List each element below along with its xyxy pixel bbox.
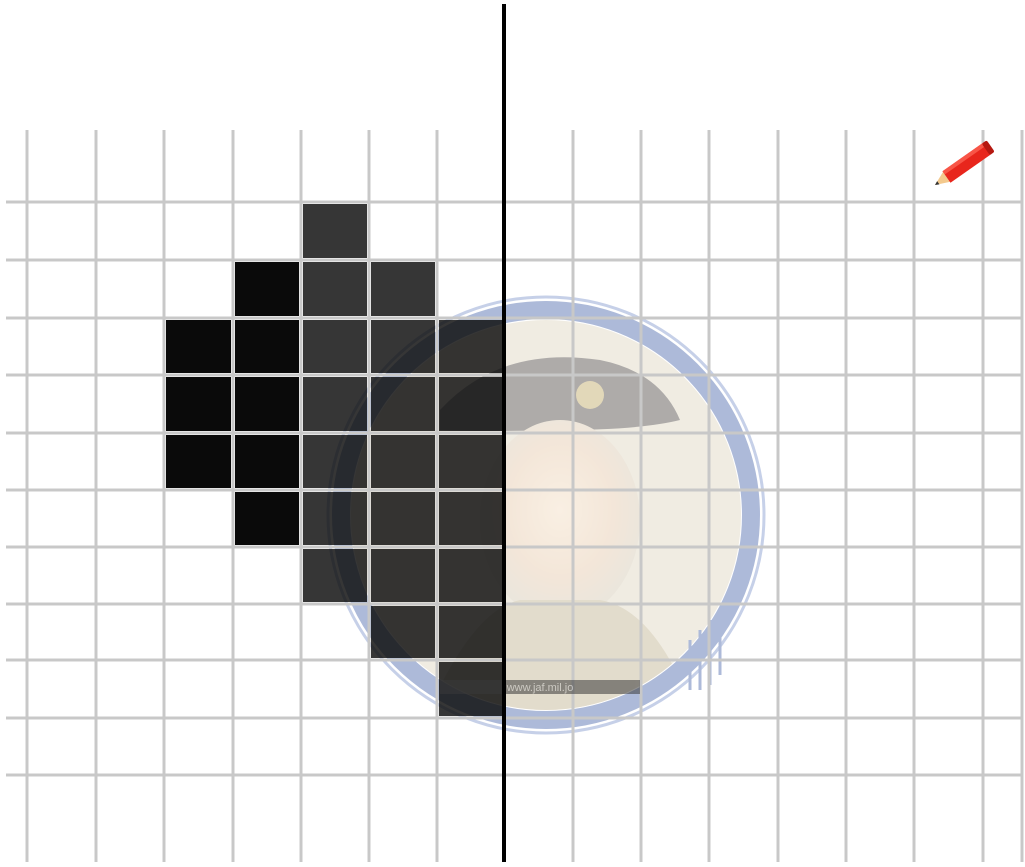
shaded-cell: [439, 492, 502, 545]
shaded-cell: [371, 435, 435, 488]
shaded-cell: [371, 606, 435, 658]
shaded-cells: [166, 204, 502, 716]
shaded-cell: [439, 320, 502, 373]
shaded-cell: [439, 549, 502, 602]
shaded-cell: [371, 492, 435, 545]
shaded-cell: [235, 377, 299, 431]
shaded-cell: [371, 320, 435, 373]
shaded-cell: [439, 435, 502, 488]
shaded-cell: [303, 204, 367, 258]
pencil-icon[interactable]: [931, 140, 995, 190]
shaded-cell: [439, 606, 502, 658]
shaded-cell: [166, 435, 231, 488]
shaded-cell: [235, 492, 299, 545]
watermark-url-text: www.jaf.mil.jo: [506, 682, 574, 694]
shaded-cell: [166, 320, 231, 373]
shaded-cell: [303, 492, 367, 545]
shaded-cell: [303, 377, 367, 431]
shaded-cell: [235, 435, 299, 488]
shaded-cell: [303, 549, 367, 602]
shaded-cell: [371, 377, 435, 431]
shaded-cell: [303, 435, 367, 488]
shaded-cell: [166, 377, 231, 431]
shaded-cell: [439, 377, 502, 431]
watermark-url-band: www.jaf.mil.jo: [440, 680, 640, 694]
shaded-cell: [303, 320, 367, 373]
shaded-cell: [235, 320, 299, 373]
shaded-cell: [371, 549, 435, 602]
shaded-cell: [235, 262, 299, 316]
shaded-cell: [303, 262, 367, 316]
shaded-cell: [371, 262, 435, 316]
